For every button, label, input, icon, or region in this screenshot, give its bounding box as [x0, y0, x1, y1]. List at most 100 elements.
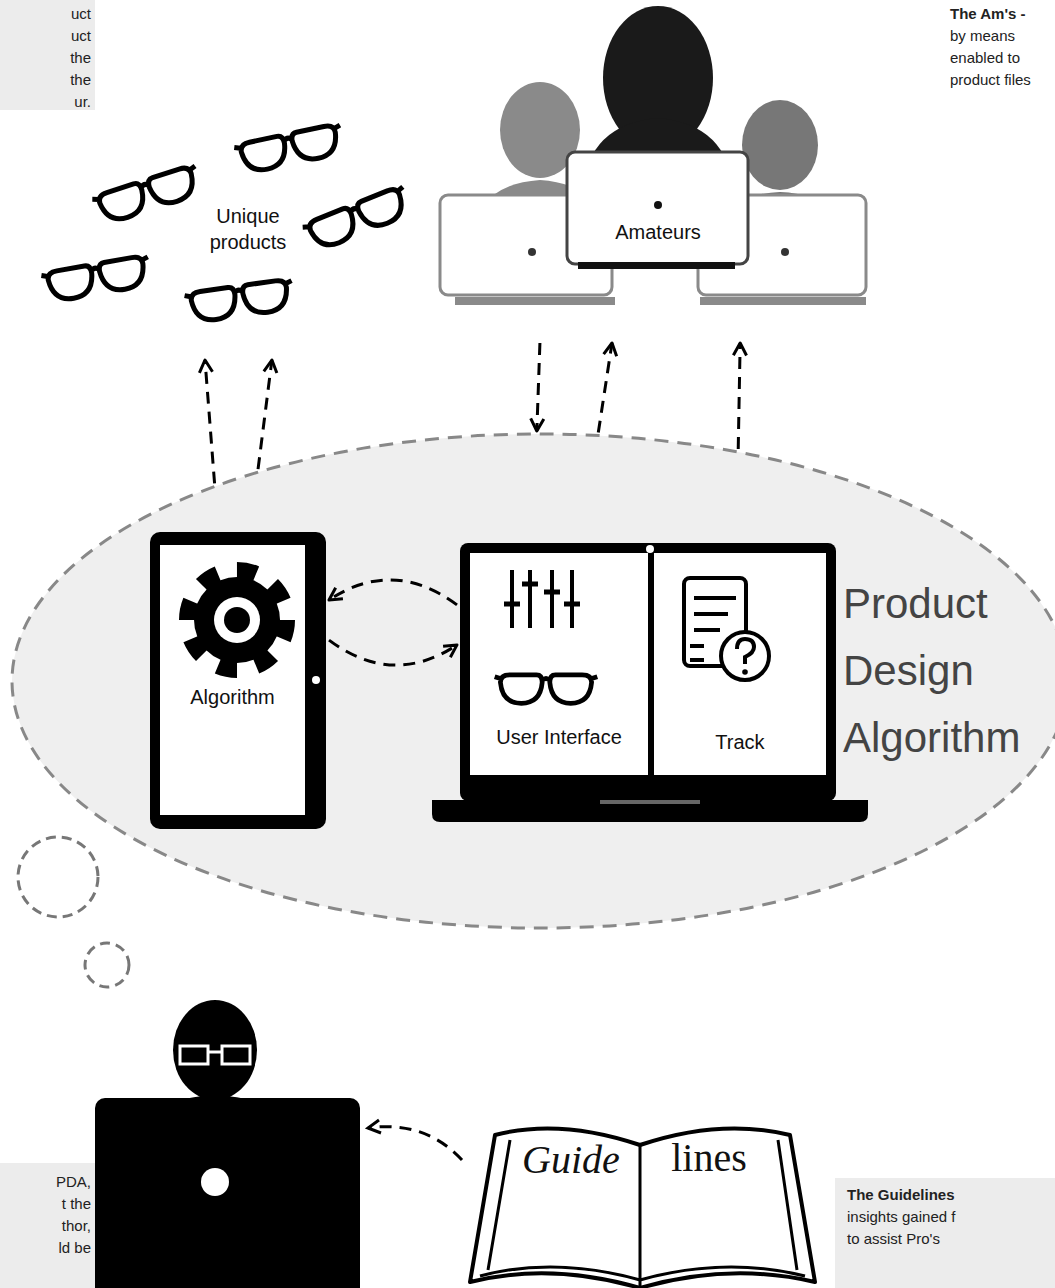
tablet-button	[312, 676, 320, 684]
screen-panel	[470, 553, 648, 775]
amateur-people	[440, 6, 866, 305]
laptop-screen: User Interface Track	[460, 543, 836, 801]
arrow-head	[199, 360, 212, 373]
laptop-dot	[781, 248, 789, 256]
laptop	[567, 152, 748, 264]
track-panel: Track	[654, 553, 826, 775]
callout-text: PDA,	[0, 1171, 91, 1193]
laptop-main	[432, 543, 868, 822]
node-text: Product Design Algorithm	[843, 570, 1053, 771]
glasses-icon	[41, 255, 153, 303]
laptop-base	[700, 297, 866, 305]
node-text: Amateurs	[595, 219, 721, 245]
book	[470, 1128, 815, 1288]
laptop-dot	[528, 248, 536, 256]
node-text: Unique products	[188, 203, 308, 255]
amateurs-group: Amateurs	[430, 0, 875, 340]
ellipse-shape	[12, 434, 1055, 928]
gear-teeth	[187, 570, 287, 670]
arrow-head	[264, 360, 277, 373]
laptop-notch	[600, 800, 700, 804]
connector-line	[258, 360, 272, 469]
node-text: User Interface	[472, 724, 646, 750]
callout-text: thor,	[0, 1215, 91, 1237]
text-holder: Amateurs	[595, 219, 721, 245]
tablet	[150, 532, 326, 829]
connector-line	[537, 343, 540, 431]
gear	[194, 577, 280, 663]
person-head	[173, 1000, 257, 1100]
dashed-arrow	[531, 343, 544, 431]
callout-text: The Am's -	[950, 3, 1055, 25]
track-icon	[684, 578, 769, 680]
callout-text: enabled to	[950, 47, 1055, 69]
callout-text: t the	[0, 1193, 91, 1215]
glasses-cluster	[41, 123, 413, 323]
callout-text: insights gained f	[847, 1206, 1055, 1228]
callout-text: to assist Pro's	[847, 1228, 1055, 1250]
arrow-head	[604, 343, 617, 356]
callout-text: the	[0, 69, 91, 91]
connector-line	[738, 343, 740, 449]
person-glasses	[180, 1046, 250, 1064]
products-group: Unique products	[40, 112, 340, 357]
node-text: Guide	[505, 1136, 637, 1184]
text-holder: Algorithm	[162, 684, 303, 710]
callout-box: The Guidelinesinsights gained fto assist…	[835, 1178, 1055, 1288]
node-text: Algorithm	[162, 684, 303, 710]
text-holder: Product Design Algorithm	[843, 570, 1053, 771]
screen-panel	[654, 553, 826, 775]
sliders-icon	[504, 570, 580, 628]
callout-text: ld be	[0, 1237, 91, 1259]
laptop-base	[578, 262, 735, 269]
text-holder: Track	[664, 729, 816, 755]
callout-text: ur.	[0, 91, 91, 113]
callout-text: uct	[0, 3, 91, 25]
monitor	[95, 1098, 360, 1288]
pda-ellipse: Product Design AlgorithmAlgorithmUser In…	[10, 432, 1055, 930]
callout-box: PDA,t thethor,ld be	[0, 1163, 95, 1288]
gear-hub	[224, 607, 250, 633]
arrow-head	[531, 418, 544, 431]
tablet-body	[150, 532, 326, 829]
dashed-arrow	[329, 640, 457, 665]
connector-line	[329, 640, 457, 665]
thought-bubbles	[18, 837, 129, 987]
dashed-arrow	[199, 360, 214, 483]
glasses-icon	[184, 279, 295, 324]
arrow-head	[733, 343, 746, 355]
text-holder: lines	[650, 1134, 768, 1182]
algorithm-tablet: Algorithm	[150, 532, 326, 829]
dashed-arrow	[258, 360, 277, 469]
guidelines-book: Guide lines	[462, 1105, 822, 1288]
connector-line	[329, 580, 457, 605]
dashed-arrow	[598, 343, 616, 433]
text-holder: Unique products	[188, 203, 308, 255]
glasses-icon	[234, 123, 346, 175]
connector-line	[205, 360, 215, 483]
text-holder: Guide	[505, 1136, 637, 1184]
monitor-dot	[201, 1168, 229, 1196]
person-head	[742, 100, 818, 190]
connector-line	[598, 343, 612, 433]
dashed-arrow	[329, 580, 457, 605]
pro-person	[95, 1000, 360, 1288]
camera-dot	[646, 545, 654, 553]
callout-text: The Guidelines	[847, 1184, 1055, 1206]
node-text: Track	[664, 729, 816, 755]
callout-text: uct	[0, 25, 91, 47]
arrow-head	[329, 588, 343, 600]
node-text: lines	[650, 1134, 768, 1182]
laptop-dot	[654, 201, 662, 209]
callout-text: the	[0, 47, 91, 69]
callout-box: uctuctthetheur.	[0, 0, 95, 110]
glasses-icon	[302, 185, 413, 253]
gear-ring	[214, 597, 260, 643]
callout-box: The Am's -by meansenabled toproduct file…	[946, 0, 1055, 90]
arrow-head	[443, 645, 457, 657]
tablet-screen	[160, 545, 305, 815]
laptop-base	[432, 800, 868, 822]
book-to-pro-arrow	[368, 1120, 462, 1160]
